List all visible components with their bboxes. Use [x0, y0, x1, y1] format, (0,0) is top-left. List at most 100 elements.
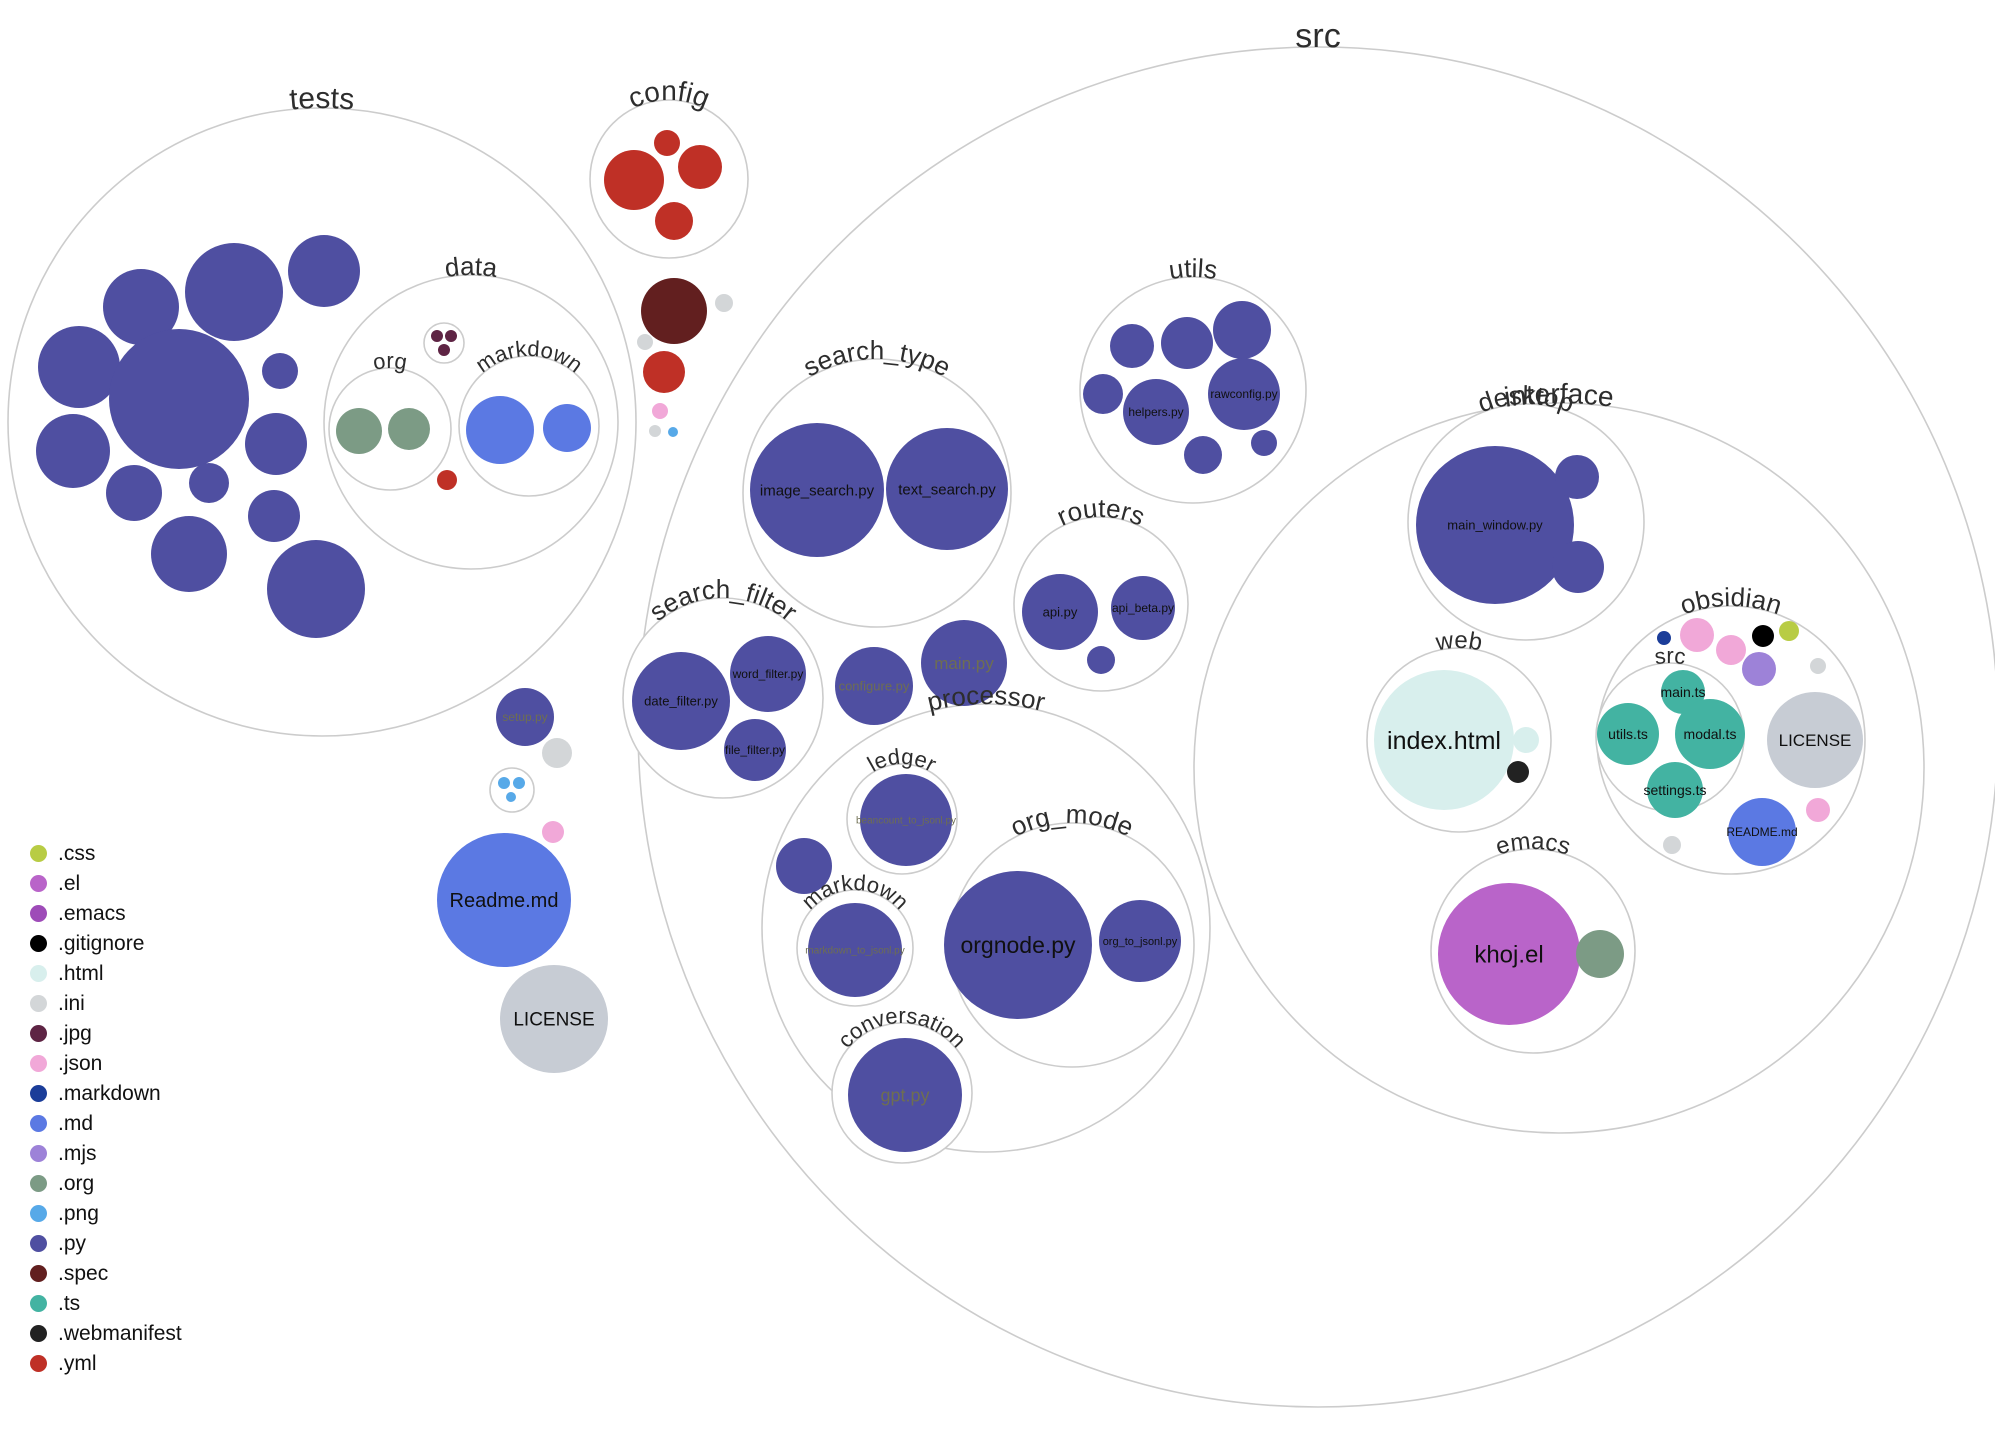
legend-swatch-md [30, 1115, 47, 1132]
legend-label: .mjs [58, 1141, 97, 1165]
legend-label: .ts [58, 1291, 81, 1315]
file-circle-json [1806, 798, 1830, 822]
file-label-rawconfig.py: rawconfig.py [1210, 387, 1277, 401]
file-circle-markdown_to_jsonl.py [808, 903, 902, 997]
file-circle-spec [641, 278, 707, 344]
file-circle-settings.ts [1647, 762, 1703, 818]
dir-circle-jpg-subfolder [423, 322, 465, 364]
file-label-settings.ts: settings.ts [1643, 782, 1706, 798]
legend-item-gitignore: .gitignore [30, 932, 182, 955]
file-circle-yml [655, 202, 693, 240]
file-circle-py [151, 516, 227, 592]
file-label-setup.py: setup.py [502, 710, 547, 724]
file-circle-file_filter.py [724, 719, 786, 781]
file-circle-py [1161, 317, 1213, 369]
file-circle-py [1213, 301, 1271, 359]
file-label-orgnode.py: orgnode.py [960, 932, 1076, 958]
dir-label-utils: utils [1167, 253, 1220, 285]
legend-label: .md [58, 1111, 94, 1135]
legend-label: .png [58, 1201, 99, 1225]
legend-item-webmanifest: .webmanifest [30, 1322, 182, 1345]
file-circle-md [543, 404, 591, 452]
file-circle-jpg [438, 344, 450, 356]
file-circles-layer [36, 130, 1863, 1152]
legend-label: .emacs [58, 901, 126, 925]
legend-label: .py [58, 1231, 87, 1255]
legend-label: .json [58, 1051, 103, 1075]
dir-label-src-obsidian: src [1653, 643, 1687, 669]
dir-label-web: web [1433, 627, 1484, 656]
file-circle-py [106, 465, 162, 521]
file-circle-ini [1810, 658, 1826, 674]
file-circle-yml [604, 150, 664, 210]
dir-circle-interface [1193, 402, 1925, 1134]
file-label-beancount_to_jsonl.py: beancount_to_jsonl.py [856, 816, 956, 827]
file-label-file_filter.py: file_filter.py [725, 743, 785, 757]
legend-label: .spec [58, 1261, 109, 1285]
file-label-khoj.el: khoj.el [1474, 941, 1543, 968]
file-circle-py [1110, 324, 1154, 368]
file-label-org_to_jsonl.py: org_to_jsonl.py [1103, 936, 1178, 948]
file-circle-text_search.py [886, 428, 1008, 550]
legend-item-emacs: .emacs [30, 902, 182, 925]
file-circle-json [1716, 635, 1746, 665]
legend-item-json: .json [30, 1052, 182, 1075]
file-label-main.py: main.py [934, 654, 994, 673]
legend-swatch-yml [30, 1355, 47, 1372]
legend-item-mjs: .mjs [30, 1142, 182, 1165]
file-circle-api.py [1022, 574, 1098, 650]
file-circle-word_filter.py [730, 636, 806, 712]
file-label-LICENSE: LICENSE [513, 1010, 594, 1031]
file-label-text_search.py: text_search.py [898, 481, 996, 498]
file-circle-png [498, 777, 510, 789]
file-circle-ini [715, 294, 733, 312]
file-label-utils.ts: utils.ts [1608, 726, 1648, 742]
legend-item-py: .py [30, 1232, 182, 1255]
legend-item-css: .css [30, 842, 182, 865]
file-circle-png [513, 777, 525, 789]
legend-label: .markdown [58, 1081, 161, 1105]
legend-item-jpg: .jpg [30, 1022, 182, 1045]
file-circle-png [668, 427, 678, 437]
legend-swatch-emacs [30, 905, 47, 922]
file-circle-markdown [1657, 631, 1671, 645]
legend-swatch-jpg [30, 1025, 47, 1042]
legend-label: .yml [58, 1351, 97, 1375]
file-label-helpers.py: helpers.py [1128, 405, 1183, 419]
file-label-date_filter.py: date_filter.py [644, 694, 718, 709]
legend-swatch-json [30, 1055, 47, 1072]
file-circle-ini [637, 334, 653, 350]
file-label-index.html: index.html [1387, 727, 1501, 755]
file-label-Readme.md: Readme.md [450, 890, 559, 912]
file-circle-orgnode.py [944, 871, 1092, 1019]
file-circle-README.md [1728, 798, 1796, 866]
file-circle-ini [542, 738, 572, 768]
legend-item-markdown: .markdown [30, 1082, 182, 1105]
dir-circle-png-subfolder [489, 767, 535, 813]
file-circle-setup.py [496, 688, 554, 746]
legend-label: .ini [58, 991, 85, 1015]
file-circle-md [466, 396, 534, 464]
file-circle-gpt.py [848, 1038, 962, 1152]
file-circle-py [1184, 436, 1222, 474]
file-circle-org [336, 408, 382, 454]
dir-label-interface: interface [1502, 378, 1615, 413]
file-circle-jpg [445, 330, 457, 342]
file-label-configure.py: configure.py [839, 679, 910, 694]
file-label-gpt.py: gpt.py [880, 1085, 929, 1105]
legend-item-ini: .ini [30, 992, 182, 1015]
file-circle-ini [649, 425, 661, 437]
file-circle-py [248, 490, 300, 542]
file-label-api_beta.py: api_beta.py [1112, 601, 1174, 615]
file-label-markdown_to_jsonl.py: markdown_to_jsonl.py [805, 946, 905, 957]
legend-item-yml: .yml [30, 1352, 182, 1375]
file-circle-Readme.md [437, 833, 571, 967]
file-circle-api_beta.py [1111, 576, 1175, 640]
file-circle-py [1087, 646, 1115, 674]
legend-item-org: .org [30, 1172, 182, 1195]
file-circle-py [1083, 374, 1123, 414]
file-circle-utils.ts [1597, 703, 1659, 765]
file-circle-org_to_jsonl.py [1099, 900, 1181, 982]
file-circle-py [38, 326, 120, 408]
